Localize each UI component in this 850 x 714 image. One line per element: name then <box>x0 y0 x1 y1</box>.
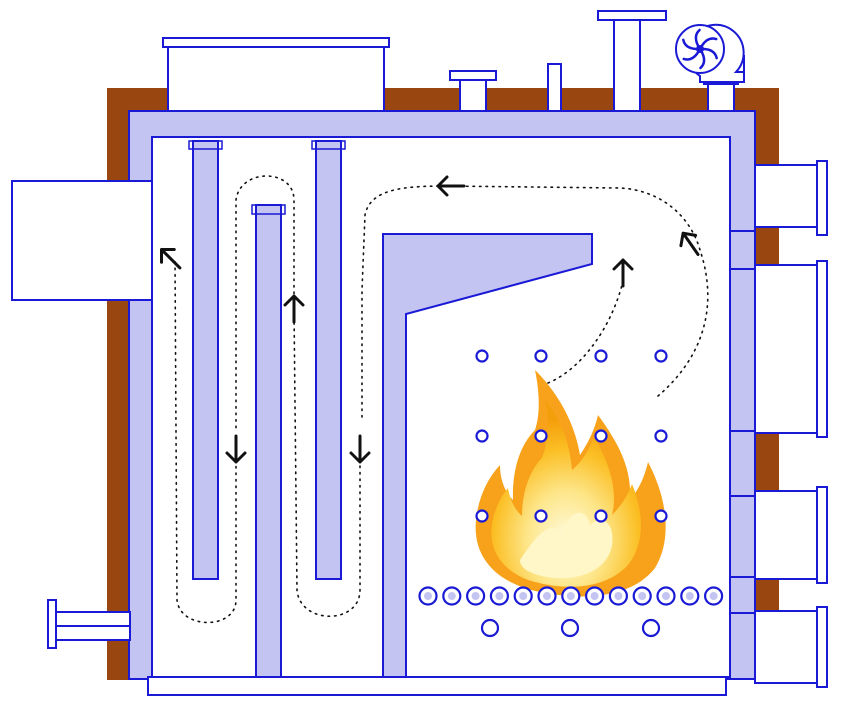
fan-blade <box>699 51 706 70</box>
top-flange-pipe-body <box>459 77 487 112</box>
top-inspection-box <box>167 43 385 112</box>
flow-arrow-icon <box>160 248 182 270</box>
top-small-pipe <box>547 63 562 112</box>
right-flanges <box>729 160 828 688</box>
grate-bar-core <box>495 592 504 600</box>
base-plate <box>147 676 727 696</box>
water-tube <box>654 509 668 523</box>
flow-arrow-icon <box>679 231 700 256</box>
left-door-box <box>11 180 153 301</box>
water-tube <box>475 509 489 523</box>
grate-bar-core <box>447 592 456 600</box>
fan-icon <box>675 23 745 112</box>
grate-bar-core <box>638 592 647 600</box>
water-tube <box>594 509 608 523</box>
grate-bar-core <box>590 592 599 600</box>
fan-blade <box>700 37 718 47</box>
grate-bar-core <box>685 592 694 600</box>
flow-arrow-icon <box>612 258 634 288</box>
ash-pipe <box>480 618 500 638</box>
grate-bar-core <box>424 592 432 600</box>
left-bottom-pipe <box>47 599 131 649</box>
water-tubes <box>475 349 668 523</box>
ash-pipes <box>480 618 661 638</box>
flame-icon <box>475 370 666 597</box>
water-tube <box>594 349 608 363</box>
flow-arrow-icon <box>349 434 371 464</box>
flow-arrow-icon <box>436 175 466 197</box>
fan-blade <box>702 47 718 60</box>
water-tube <box>594 429 608 443</box>
grate-bar-core <box>662 592 670 600</box>
flow-arrows <box>160 175 700 464</box>
baffles <box>188 140 593 678</box>
chimney-cap <box>597 10 667 21</box>
chimney-pipe <box>613 17 641 112</box>
water-tube <box>475 429 489 443</box>
water-tube <box>534 429 548 443</box>
grate-bar-core <box>614 592 623 600</box>
water-tube <box>534 509 548 523</box>
gas-interior <box>151 136 731 678</box>
gas-flow-paths <box>174 175 709 624</box>
grate-bar-core <box>471 592 480 600</box>
fan-blade <box>682 38 698 51</box>
water-tube <box>475 349 489 363</box>
grate-bar-core <box>566 592 575 600</box>
ash-pipe <box>560 618 580 638</box>
grate-bar-core <box>543 592 551 600</box>
water-tube <box>654 429 668 443</box>
ash-pipe <box>641 618 661 638</box>
flow-arrow-icon <box>283 294 305 324</box>
flow-arrow-icon <box>225 434 247 464</box>
water-tube <box>654 349 668 363</box>
grate-bar-core <box>519 592 528 600</box>
fan-blade <box>682 51 700 61</box>
top-flange-pipe-cap <box>449 70 497 81</box>
insulation-left <box>107 88 131 680</box>
grate-bars <box>418 586 724 606</box>
grate-bar-core <box>709 592 718 600</box>
top-inspection-lid <box>162 37 390 48</box>
water-tube <box>534 349 548 363</box>
fan-blade <box>694 28 701 47</box>
